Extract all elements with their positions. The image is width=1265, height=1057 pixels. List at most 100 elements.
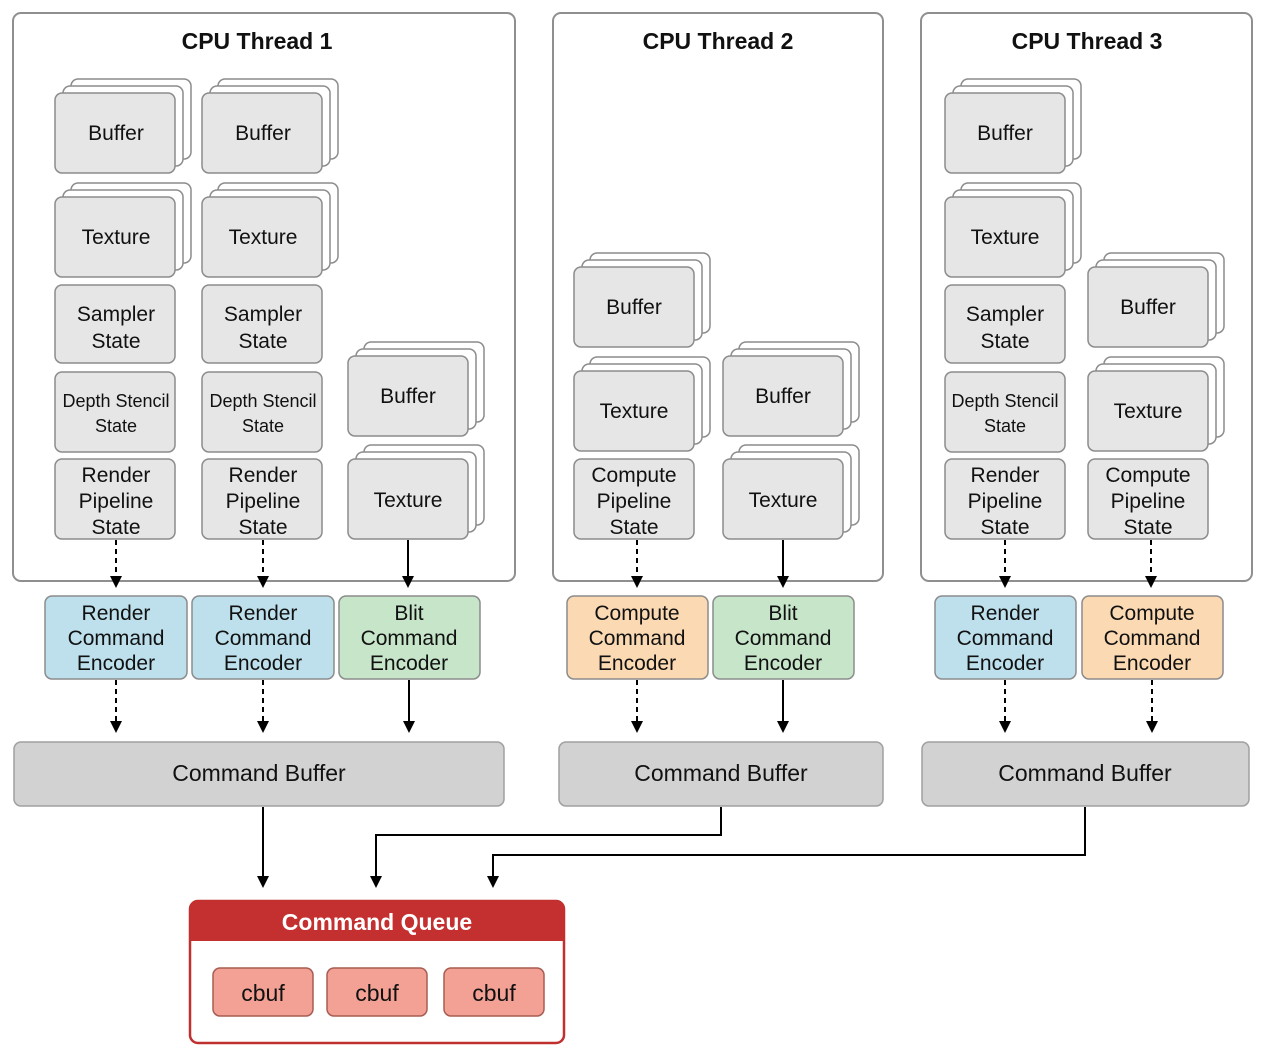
- svg-text:State: State: [980, 516, 1029, 539]
- compute-pipeline-state: Compute Pipeline State: [573, 458, 695, 540]
- compute-command-encoder: Compute Command Encoder: [566, 595, 709, 680]
- svg-text:State: State: [1123, 516, 1172, 539]
- svg-text:Sampler: Sampler: [77, 303, 155, 326]
- depth-stencil-state: Depth Stencil State: [54, 371, 176, 453]
- depth-stencil-state: Depth Stencil State: [944, 371, 1066, 453]
- command-buffer: Command Buffer: [558, 741, 884, 807]
- thread-title: CPU Thread 3: [1012, 28, 1163, 54]
- svg-text:Depth Stencil: Depth Stencil: [209, 391, 316, 411]
- svg-text:Pipeline: Pipeline: [597, 490, 672, 513]
- sampler-state: Sampler State: [944, 284, 1066, 364]
- blit-command-encoder: Blit Command Encoder: [712, 595, 855, 680]
- svg-text:Buffer: Buffer: [88, 122, 144, 145]
- thread-title: CPU Thread 1: [182, 28, 333, 54]
- svg-text:Pipeline: Pipeline: [1111, 490, 1186, 513]
- thread-title: CPU Thread 2: [643, 28, 794, 54]
- svg-text:Encoder: Encoder: [224, 652, 302, 675]
- svg-text:Depth Stencil: Depth Stencil: [951, 391, 1058, 411]
- buffer-stack: Buffer: [201, 78, 339, 174]
- svg-text:Texture: Texture: [971, 226, 1040, 249]
- svg-text:Texture: Texture: [600, 400, 669, 423]
- svg-text:Command: Command: [361, 627, 458, 650]
- svg-text:Compute: Compute: [1109, 602, 1194, 625]
- svg-text:Command Buffer: Command Buffer: [998, 760, 1172, 786]
- svg-text:cbuf: cbuf: [355, 980, 399, 1006]
- render-command-encoder: Render Command Encoder: [44, 595, 188, 680]
- svg-text:State: State: [609, 516, 658, 539]
- cbuf-item: cbuf: [443, 967, 545, 1017]
- svg-text:Buffer: Buffer: [606, 296, 662, 319]
- texture-stack: Texture: [201, 182, 339, 278]
- svg-text:Encoder: Encoder: [966, 652, 1044, 675]
- state-to-encoder-arrows: [110, 540, 1157, 588]
- svg-text:cbuf: cbuf: [241, 980, 285, 1006]
- svg-text:Sampler: Sampler: [966, 303, 1044, 326]
- compute-command-encoder: Compute Command Encoder: [1081, 595, 1224, 680]
- depth-stencil-state: Depth Stencil State: [201, 371, 323, 453]
- svg-text:Texture: Texture: [229, 226, 298, 249]
- svg-text:Command: Command: [589, 627, 686, 650]
- svg-text:Pipeline: Pipeline: [79, 490, 154, 513]
- svg-text:Buffer: Buffer: [977, 122, 1033, 145]
- texture-stack: Texture: [573, 356, 711, 452]
- svg-text:Encoder: Encoder: [370, 652, 448, 675]
- svg-text:Command Buffer: Command Buffer: [634, 760, 808, 786]
- svg-text:Depth Stencil: Depth Stencil: [62, 391, 169, 411]
- svg-text:Render: Render: [971, 602, 1040, 625]
- svg-text:State: State: [242, 416, 284, 436]
- svg-text:State: State: [980, 330, 1029, 353]
- render-command-encoder: Render Command Encoder: [191, 595, 335, 680]
- buffer-stack: Buffer: [347, 341, 485, 437]
- texture-stack: Texture: [54, 182, 192, 278]
- buffer-stack: Buffer: [1087, 252, 1225, 348]
- compute-pipeline-state: Compute Pipeline State: [1087, 458, 1209, 540]
- svg-text:Buffer: Buffer: [1120, 296, 1176, 319]
- svg-text:Command: Command: [957, 627, 1054, 650]
- svg-text:State: State: [91, 330, 140, 353]
- svg-text:Render: Render: [971, 464, 1040, 487]
- svg-text:Blit: Blit: [394, 602, 423, 625]
- texture-stack: Texture: [944, 182, 1082, 278]
- svg-text:Render: Render: [82, 464, 151, 487]
- svg-text:Pipeline: Pipeline: [968, 490, 1043, 513]
- svg-text:Command Buffer: Command Buffer: [172, 760, 346, 786]
- svg-text:Texture: Texture: [374, 489, 443, 512]
- command-buffer: Command Buffer: [13, 741, 505, 807]
- svg-text:Encoder: Encoder: [77, 652, 155, 675]
- command-buffer: Command Buffer: [921, 741, 1250, 807]
- svg-text:Buffer: Buffer: [755, 385, 811, 408]
- encoder-to-buffer-arrows: [110, 680, 1158, 733]
- cbuf-item: cbuf: [212, 967, 314, 1017]
- svg-text:Command: Command: [735, 627, 832, 650]
- blit-command-encoder: Blit Command Encoder: [338, 595, 481, 680]
- svg-text:Encoder: Encoder: [1113, 652, 1191, 675]
- command-queue: Command Queue cbuf cbuf cbuf: [188, 899, 566, 1045]
- render-pipeline-state: Render Pipeline State: [54, 458, 176, 540]
- svg-text:Compute: Compute: [591, 464, 676, 487]
- cbuf-item: cbuf: [326, 967, 428, 1017]
- buffer-stack: Buffer: [54, 78, 192, 174]
- svg-text:Sampler: Sampler: [224, 303, 302, 326]
- svg-text:Command: Command: [215, 627, 312, 650]
- solid-arrow: [487, 807, 1086, 888]
- svg-text:Texture: Texture: [749, 489, 818, 512]
- command-queue-title: Command Queue: [282, 909, 472, 935]
- svg-text:Texture: Texture: [1114, 400, 1183, 423]
- buffer-to-queue-arrows: [257, 807, 1086, 888]
- svg-text:State: State: [984, 416, 1026, 436]
- svg-text:Compute: Compute: [1105, 464, 1190, 487]
- render-command-encoder: Render Command Encoder: [934, 595, 1077, 680]
- svg-text:Texture: Texture: [82, 226, 151, 249]
- svg-text:Pipeline: Pipeline: [226, 490, 301, 513]
- svg-text:Render: Render: [229, 602, 298, 625]
- svg-text:State: State: [238, 516, 287, 539]
- buffer-stack: Buffer: [944, 78, 1082, 174]
- svg-text:Compute: Compute: [594, 602, 679, 625]
- buffer-stack: Buffer: [722, 341, 860, 437]
- svg-text:Buffer: Buffer: [380, 385, 436, 408]
- texture-stack: Texture: [722, 444, 860, 540]
- sampler-state: Sampler State: [54, 284, 176, 364]
- svg-text:Command: Command: [68, 627, 165, 650]
- svg-text:Render: Render: [229, 464, 298, 487]
